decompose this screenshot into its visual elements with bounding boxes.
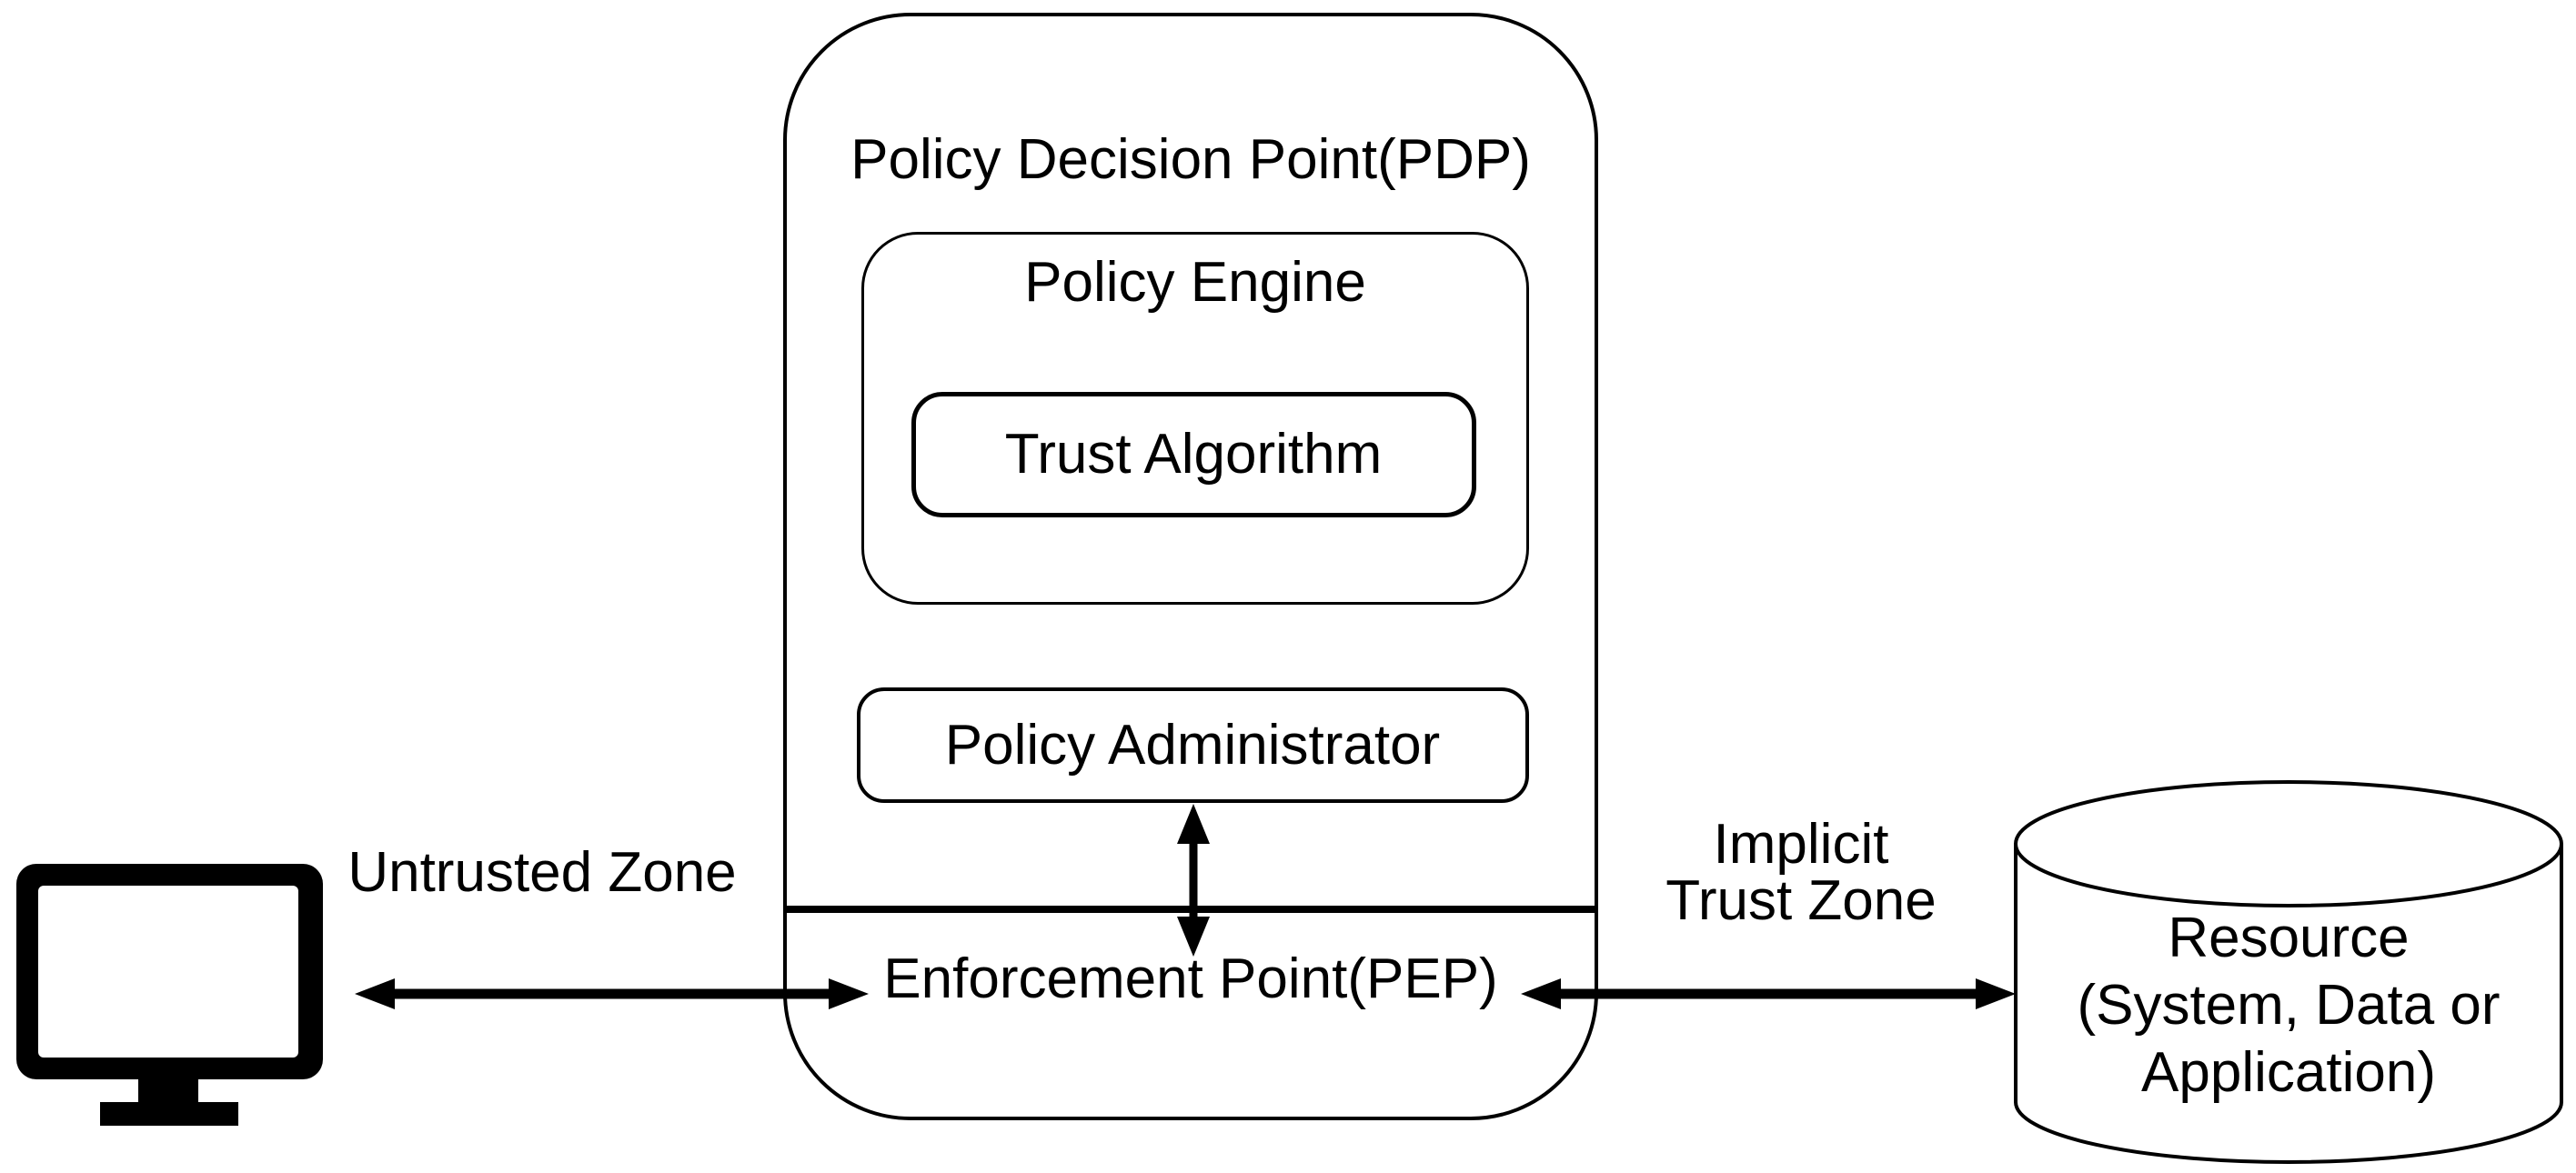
monitor-stand-base <box>100 1102 238 1126</box>
policy-engine-label: Policy Engine <box>1024 251 1366 314</box>
untrusted-zone-label: Untrusted Zone <box>347 841 737 904</box>
pdp-pep-separator-line <box>783 906 1598 913</box>
resource-label: Resource (System, Data or Application) <box>2077 905 2500 1107</box>
implicit-trust-zone-line1: Implicit <box>1713 813 1889 876</box>
trust-algorithm-label: Trust Algorithm <box>1004 423 1383 486</box>
implicit-trust-zone-line2: Trust Zone <box>1665 869 1937 932</box>
resource-line2: (System, Data or <box>2077 974 2501 1037</box>
pdp-title: Policy Decision Point(PDP) <box>850 128 1531 191</box>
resource-line3: Application) <box>2141 1041 2436 1104</box>
trust-algorithm-box <box>911 392 1476 517</box>
policy-administrator-label: Policy Administrator <box>944 714 1441 777</box>
policy-administrator-box <box>857 687 1529 803</box>
pdp-box <box>783 13 1598 1120</box>
policy-engine-box <box>861 232 1529 605</box>
monitor-stand-neck <box>138 1079 198 1103</box>
cylinder-top-ellipse <box>2014 780 2563 907</box>
implicit-trust-zone-label: Implicit Trust Zone <box>1665 817 1936 929</box>
arrowhead-right <box>1976 978 2016 1009</box>
enforcement-point-label: Enforcement Point(PEP) <box>883 947 1498 1010</box>
monitor-screen <box>38 886 298 1058</box>
resource-line1: Resource <box>2168 907 2410 969</box>
arrowhead-left <box>355 978 395 1009</box>
